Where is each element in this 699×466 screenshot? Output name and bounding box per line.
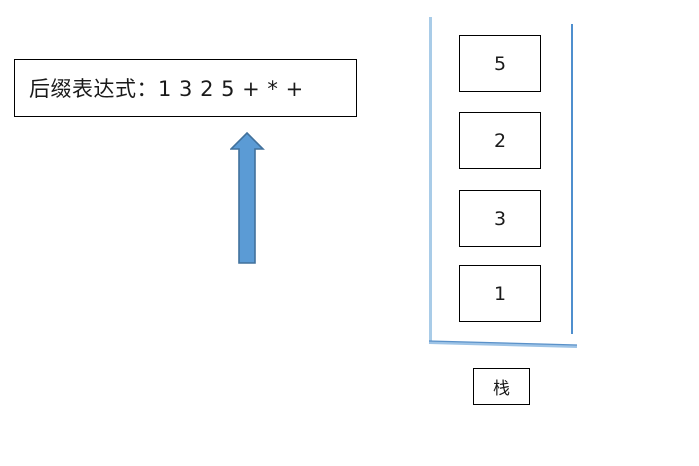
stack-item: 2 bbox=[459, 112, 541, 169]
stack-item: 5 bbox=[459, 35, 541, 92]
stack-item: 1 bbox=[459, 265, 541, 322]
stack-container-left-edge bbox=[429, 17, 432, 343]
postfix-expression-text: 后缀表达式：1 3 2 5 + * + bbox=[29, 77, 304, 101]
stack-item-value: 1 bbox=[493, 282, 507, 305]
postfix-expression-box: 后缀表达式：1 3 2 5 + * + bbox=[14, 59, 357, 117]
arrow-up-icon bbox=[230, 130, 266, 266]
stack-label-text: 栈 bbox=[493, 379, 510, 399]
stack-item: 3 bbox=[459, 190, 541, 247]
stack-container-bottom-edge bbox=[428, 330, 578, 350]
stack-item-value: 5 bbox=[493, 52, 507, 75]
stack-item-value: 2 bbox=[493, 129, 507, 152]
stack-container-right-edge bbox=[571, 24, 573, 334]
stack-item-value: 3 bbox=[493, 207, 507, 230]
stack-label-box: 栈 bbox=[473, 368, 530, 405]
